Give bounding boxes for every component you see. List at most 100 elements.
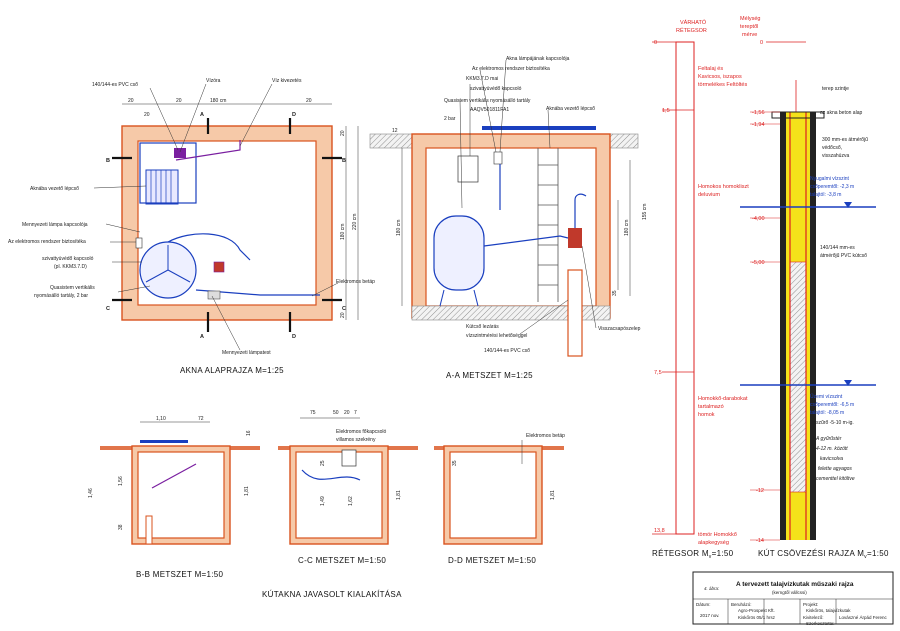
aa-hatch-lid: [482, 126, 596, 130]
retegsor-title: RÉTEGSOR Mv=1:50: [652, 549, 734, 560]
cc-cable: [301, 469, 361, 481]
retegsor-layer-d2: alapkegység: [698, 540, 729, 546]
title-block: 4. ábra: A tervezett talajvízkutak műsza…: [692, 571, 894, 626]
bb-dim-16: 16: [246, 430, 252, 436]
cut-mark-d-bottom: D: [292, 334, 296, 340]
cut-mark-b-left: B: [106, 158, 110, 164]
aa-label-pvc: 140/144-es PVC cső: [484, 348, 530, 354]
retegsor-level-75: 7,5: [654, 370, 662, 376]
dd-title: D-D METSZET M=1:50: [448, 556, 536, 565]
aa-tank: [433, 215, 485, 291]
aa-label-tartaly1: Quasistem vertikális nyomásálló tartály: [444, 98, 531, 104]
cc-dim-75: 75: [310, 410, 316, 416]
dd-dim-35: 35: [452, 460, 458, 466]
aa-label-kkm2: szivattyúvédő kapcsoló: [470, 86, 522, 92]
bb-pipe: [151, 463, 197, 489]
plan-label-betap: Elektromos betáp: [336, 279, 375, 285]
kut-depth-500: -5,00: [752, 260, 765, 266]
cc-title: C-C METSZET M=1:50: [298, 556, 386, 565]
tb-date-head: Dátum:: [696, 602, 711, 607]
kut-depth-12: -12: [756, 488, 764, 494]
cut-mark-a-bottom: A: [200, 334, 204, 340]
bb-dim-72: 72: [198, 416, 204, 422]
aa-well-pipe: [567, 269, 583, 357]
cc-dim-7: 7: [354, 410, 357, 416]
plan-dim-20a: 20: [144, 112, 150, 118]
kut-depth-ticks: [750, 111, 780, 541]
section-bb: 1,10 72 16 1,56 1,46 1,81 38 B-B METSZET…: [88, 416, 260, 579]
title-block-frame: [692, 571, 894, 625]
kut-label-gyur5: cementtel kitöltve: [816, 476, 855, 482]
section-aa: 12 180 cm 155 cm 180 cm 35 Akna lámpáján…: [369, 56, 648, 380]
tb-num: 4. ábra:: [704, 586, 720, 591]
cc-dim-25: 25: [320, 460, 326, 466]
dd-label-betap: Elektromos betáp: [526, 433, 565, 439]
cut-mark-d-top: D: [292, 112, 296, 118]
kut-depth-header1: Mélység: [740, 16, 760, 22]
kut-label-nyug1: Nyugalmi vízszint: [810, 176, 850, 182]
plan-label-tartaly2: nyomásálló tartály, 2 bar: [34, 293, 88, 299]
kut-depth-header2: tereptől: [740, 24, 758, 30]
retegsor-layer-a2: Kavicsos, iszapos: [698, 74, 742, 80]
retegsor-level-138: 13,8: [654, 528, 665, 534]
plan-label-lampa: Mennyezeti lámpa kapcsolója: [22, 222, 88, 228]
plan-label-vizora: Vízóra: [206, 78, 221, 84]
plan-label-biztositek: Az elektromos rendszer biztosítéka: [8, 239, 86, 245]
retegsor-header2: RÉTEGSOR: [676, 27, 707, 34]
plan-tank-blades: [145, 245, 191, 283]
plan-label-kapcsolo1: szivattyúvédő kapcsoló: [42, 256, 94, 262]
retegsor-layer-c2: tartalmazó: [698, 404, 724, 410]
kut-label-vedocso3: visszahúzva: [822, 153, 849, 159]
aa-label-kutcso2: vízszintmérési lehetőséggel: [466, 333, 527, 339]
tb-investor-val1: Agro-Prospekt Kft.: [738, 608, 775, 613]
plan-dim-20v2: 20: [340, 312, 346, 318]
bb-dim-156: 1,56: [118, 476, 124, 486]
cut-mark-b-right: B: [342, 158, 346, 164]
retegsor-layer-c3: homok: [698, 412, 715, 418]
plan-leaders: [93, 83, 339, 351]
plan-pump: [213, 261, 225, 273]
retegsor-level-0: 0: [654, 40, 657, 46]
plan-dim-20b: 20: [176, 98, 182, 104]
plan-label-pvc: 140/144-es PVC cső: [92, 82, 138, 88]
cc-inner-space: [295, 451, 383, 539]
section-dd: 35 1,81 Elektromos betáp D-D METSZET M=1…: [434, 433, 565, 565]
retegsor-layer-a1: Feltalaj és: [698, 66, 723, 72]
bb-dim-181: 1,81: [244, 486, 250, 496]
kut-label-szuro: szűrő -5-10 m-ig.: [816, 420, 854, 426]
aa-leaders: [459, 59, 597, 335]
kut-label-pvc2: átmérőjű PVC kútcső: [820, 253, 867, 259]
aa-dim-180r: 180 cm: [624, 220, 630, 236]
dd-dim-181: 1,81: [550, 490, 556, 500]
retegsor-bar: [675, 41, 695, 535]
plan-fuse-box: [135, 237, 143, 249]
bb-dim-110: 1,10: [156, 416, 166, 422]
cc-label-fokapcs: Elektromos főkapcsoló: [336, 429, 387, 435]
section-cc: 75 50 20 7 25 1,49 1,62 1,81 Elektromos …: [278, 410, 418, 565]
aa-ladder: [537, 148, 559, 302]
aa-label-kutcso1: Kútcső lezárás: [466, 324, 499, 330]
aa-check-valve: [568, 228, 582, 248]
retegsor-level-15: 1,5: [662, 108, 670, 114]
plan-label-lampatest: Mennyezeti lámpatest: [222, 350, 271, 356]
cut-mark-c-right: C: [342, 306, 346, 312]
kut-wall-right: [810, 112, 816, 540]
retegsor-layer-b1: Homokos homokliszt: [698, 184, 749, 190]
plan-title: AKNA ALAPRAJZA M=1:25: [180, 366, 284, 375]
kut-label-uzemi2: csőperemtől: -6,5 m: [810, 402, 854, 408]
cc-dim-149: 1,49: [320, 496, 326, 506]
plan-label-kapcsolo2: (pl. KKM3.7.D): [54, 264, 87, 270]
aa-label-kkm1: KKM3.7.D mai: [466, 76, 498, 82]
kut-label-vedocso1: 300 mm-es átmérőjű: [822, 137, 868, 143]
plan-well-cap: [207, 290, 221, 300]
aa-pipe-up: [574, 193, 587, 228]
retegsor-layer-c1: Homokkő-darabokat: [698, 396, 748, 402]
bb-title: B-B METSZET M=1:50: [136, 570, 224, 579]
kut-title: KÚT CSÖVEZÉSI RAJZA Mv=1:50: [758, 549, 889, 560]
aa-label-tartaly2: AAQV501811FA1: [470, 107, 509, 113]
plan-hatch-opening: [139, 142, 197, 204]
aa-label-vezeto: Aknába vezető lépcső: [546, 106, 595, 112]
plan-label-kivezetes: Víz kivezetés: [272, 78, 302, 84]
kut-label-gyur1: A gyűrűstér: [815, 436, 842, 442]
dd-inner-space: [449, 451, 537, 539]
